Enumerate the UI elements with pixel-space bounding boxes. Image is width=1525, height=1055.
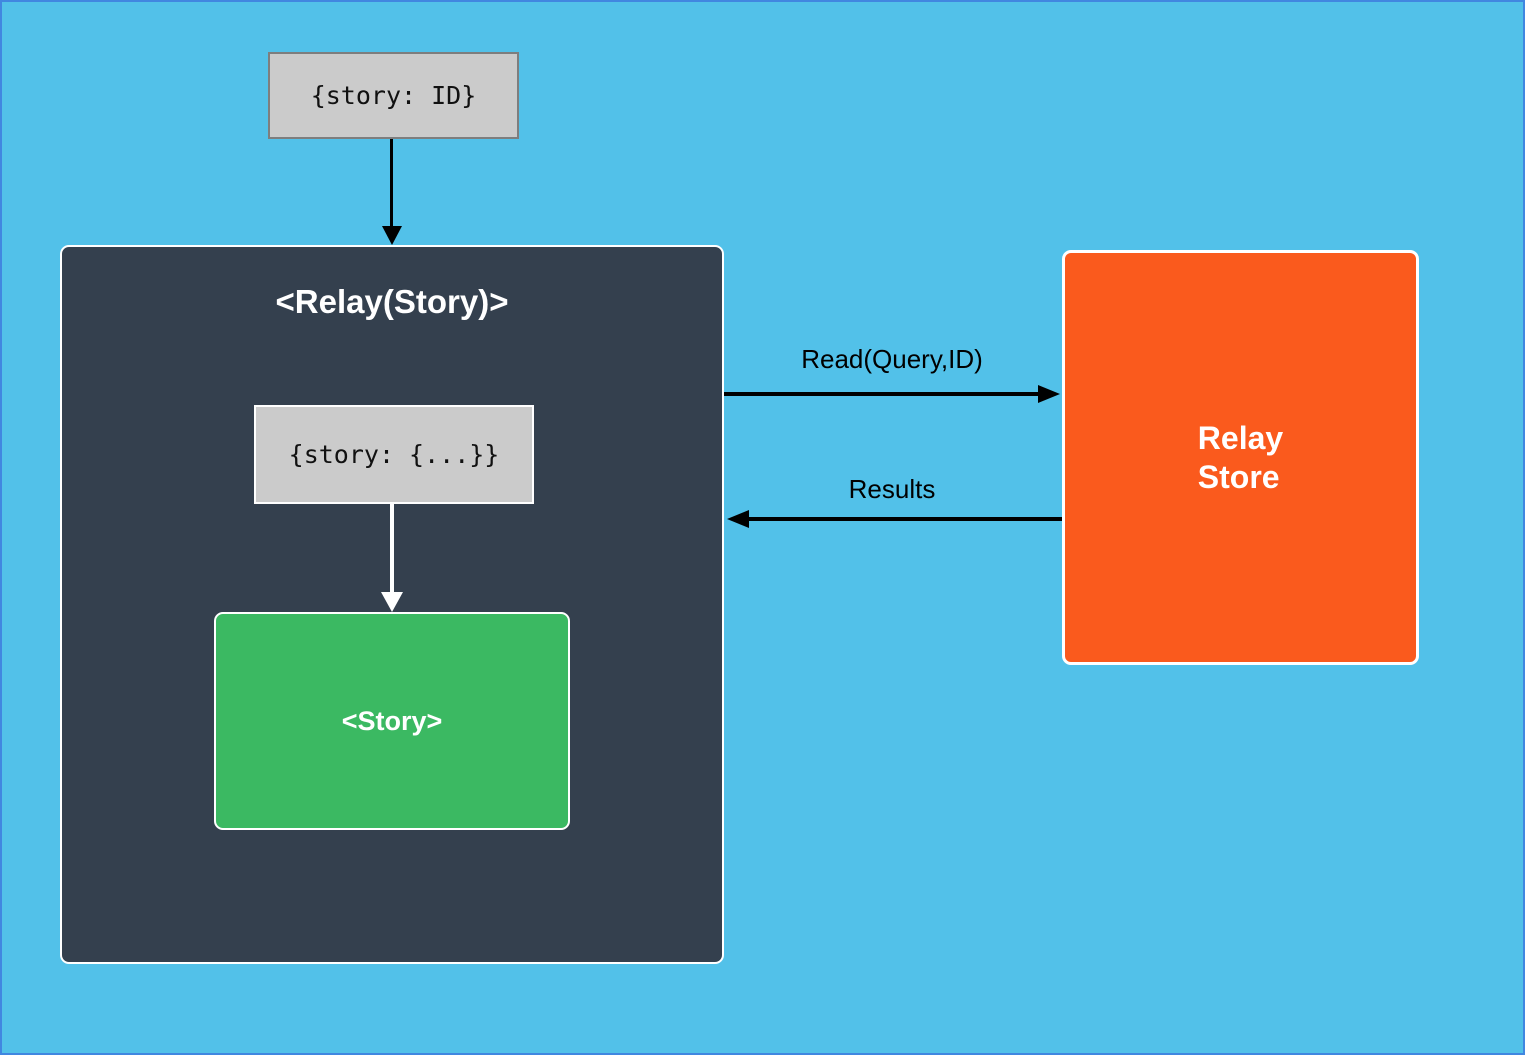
- story-props-box: {story: {...}}: [254, 405, 534, 504]
- arrow-props-to-story: [390, 504, 394, 592]
- relay-component-title: <Relay(Story)>: [275, 283, 509, 320]
- arrow-down-white-icon: [381, 592, 403, 612]
- arrow-results: [749, 517, 1062, 521]
- story-id-label: {story: ID}: [310, 81, 477, 110]
- relay-store-title-line1: Relay: [1197, 419, 1284, 456]
- arrow-read-label: Read(Query,ID): [801, 344, 983, 374]
- relay-store-title: Relay Store: [1198, 419, 1283, 497]
- arrow-input-to-component: [390, 139, 393, 226]
- story-box: <Story>: [214, 612, 570, 830]
- story-id-box: {story: ID}: [268, 52, 519, 139]
- story-props-label: {story: {...}}: [288, 440, 500, 469]
- relay-store-title-line2: Store: [1197, 458, 1280, 495]
- arrow-right-icon: [1038, 385, 1060, 403]
- arrow-down-icon: [382, 226, 402, 245]
- arrow-left-icon: [727, 510, 749, 528]
- story-label: <Story>: [341, 705, 443, 736]
- relay-store-box: Relay Store: [1062, 250, 1419, 665]
- arrow-read: [724, 392, 1040, 396]
- arrow-results-label: Results: [848, 474, 936, 504]
